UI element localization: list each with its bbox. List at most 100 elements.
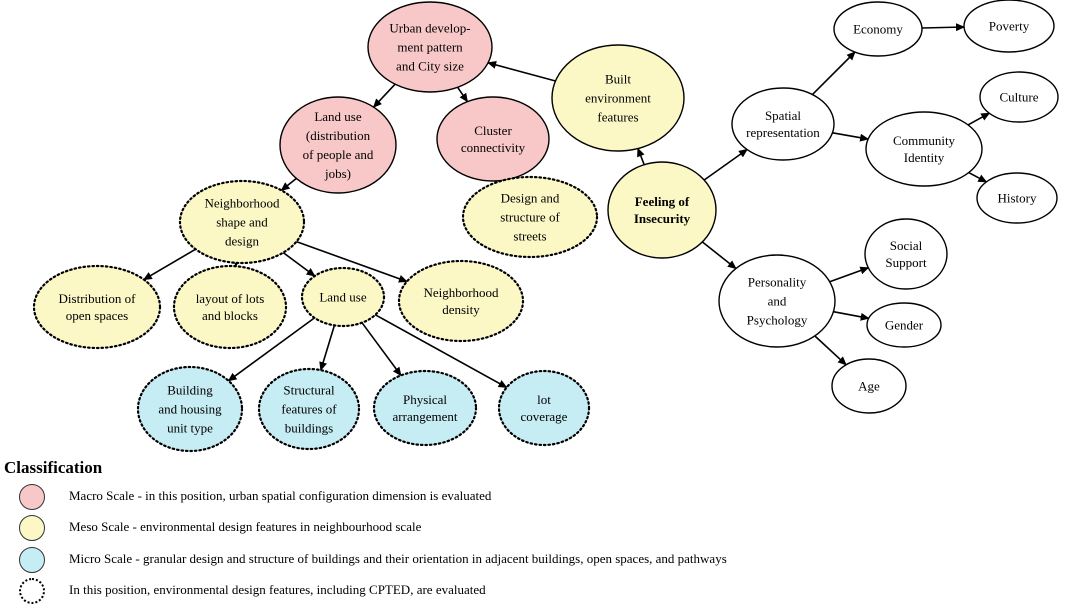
node-shape xyxy=(551,44,685,152)
node-label-line: Land use xyxy=(319,290,367,305)
node-label-line: Personality xyxy=(748,275,807,290)
node-shape xyxy=(397,259,525,343)
node-label-line: connectivity xyxy=(461,140,526,155)
node-label-line: streets xyxy=(513,229,546,244)
node-label-line: Distribution of xyxy=(59,291,137,306)
node-shape xyxy=(979,71,1059,123)
node-shape xyxy=(32,264,162,350)
node-label-line: open spaces xyxy=(66,308,128,323)
node-label-line: Neighborhood xyxy=(204,196,280,211)
edge-landuse-meso-to-structural xyxy=(319,325,336,372)
legend-title: Classification xyxy=(4,458,103,477)
edge-neigh-shape-to-dist-open xyxy=(142,248,197,281)
node-label-line: layout of lots xyxy=(196,291,265,306)
edge-economy-to-poverty xyxy=(921,23,965,32)
node-label-line: Spatial xyxy=(765,108,801,123)
node-shape xyxy=(718,254,836,348)
node-label-line: Feeling of xyxy=(635,194,690,209)
node-label-line: Social xyxy=(890,238,923,253)
micro-scale-swatch-icon xyxy=(19,547,45,573)
node-economy: Economy xyxy=(833,1,923,57)
edge-neigh-shape-to-neigh-density xyxy=(296,240,408,283)
node-label-line: Physical xyxy=(403,392,447,407)
node-shape xyxy=(178,179,306,265)
node-label-line: and housing xyxy=(158,402,222,417)
node-shape xyxy=(833,1,923,57)
node-label-line: Age xyxy=(858,379,880,394)
node-label-line: lot xyxy=(537,392,551,407)
node-label-line: Building xyxy=(167,383,213,398)
node-label-line: Support xyxy=(885,255,927,270)
node-label-line: design xyxy=(225,234,259,249)
node-label-line: unit type xyxy=(167,421,213,436)
edge-landuse-macro-to-neigh-shape xyxy=(280,177,297,192)
node-building-housing: Building and housing unit type xyxy=(136,365,244,453)
node-label-line: Design and xyxy=(501,191,560,206)
edge-personality-to-gender xyxy=(833,310,870,321)
node-dist-open: Distribution of open spaces xyxy=(32,264,162,350)
node-label-line: features of xyxy=(281,402,337,417)
node-shape xyxy=(731,87,835,161)
edge-urban-to-landuse-macro xyxy=(372,83,396,108)
node-label-line: (distribution xyxy=(306,128,371,143)
node-label-line: shape and xyxy=(216,215,268,230)
node-design-streets: Design and structure of streets xyxy=(461,175,599,259)
node-poverty: Poverty xyxy=(963,0,1055,53)
node-cluster: Cluster connectivity xyxy=(436,96,550,182)
node-history: History xyxy=(976,172,1058,224)
node-shape xyxy=(461,175,599,259)
node-label-line: of people and xyxy=(303,147,374,162)
edge-personality-to-social xyxy=(829,266,870,283)
node-label-line: and City size xyxy=(396,59,464,74)
node-landuse-meso: Land use xyxy=(300,266,386,328)
node-label-line: Poverty xyxy=(989,19,1030,34)
node-label-line: Built xyxy=(605,72,631,87)
node-neigh-shape: Neighborhood shape and design xyxy=(178,179,306,265)
node-label-line: Psychology xyxy=(747,313,808,328)
node-label-line: and xyxy=(768,294,787,309)
edge-community-to-history xyxy=(968,171,988,183)
node-label-line: Identity xyxy=(904,150,945,165)
meso-scale-swatch-icon xyxy=(19,515,45,541)
legend-text-meso: Meso Scale - environmental design featur… xyxy=(69,519,422,534)
node-label-line: structure of xyxy=(500,210,560,225)
node-shape xyxy=(866,302,942,348)
edge-feeling-to-spatial xyxy=(703,148,748,181)
edge-built-to-urban xyxy=(487,61,556,82)
edge-landuse-meso-to-lot-coverage xyxy=(374,314,508,389)
node-physical: Physical arrangement xyxy=(372,369,478,447)
node-label-line: Land use xyxy=(314,109,362,124)
node-label-line: density xyxy=(442,302,480,317)
edge-landuse-meso-to-physical xyxy=(361,322,402,377)
node-shape xyxy=(372,369,478,447)
node-label-line: arrangement xyxy=(393,409,458,424)
node-shape xyxy=(436,96,550,182)
node-shape xyxy=(831,358,907,414)
edge-spatial-to-community xyxy=(832,132,870,142)
node-label-line: environment xyxy=(585,91,651,106)
node-shape xyxy=(367,1,493,93)
legend-text-macro: Macro Scale - in this position, urban sp… xyxy=(69,488,492,503)
node-shape xyxy=(300,266,386,328)
macro-scale-swatch-icon xyxy=(19,484,45,510)
node-shape xyxy=(136,365,244,453)
node-label-line: Cluster xyxy=(474,123,512,138)
edge-urban-to-cluster xyxy=(456,86,469,103)
edges-layer xyxy=(142,23,991,389)
node-age: Age xyxy=(831,358,907,414)
edge-spatial-to-economy xyxy=(811,51,856,96)
edge-neigh-shape-to-landuse-meso xyxy=(282,251,316,277)
node-shape xyxy=(607,161,717,259)
node-label-line: ment pattern xyxy=(397,40,463,55)
node-shape xyxy=(279,96,397,194)
